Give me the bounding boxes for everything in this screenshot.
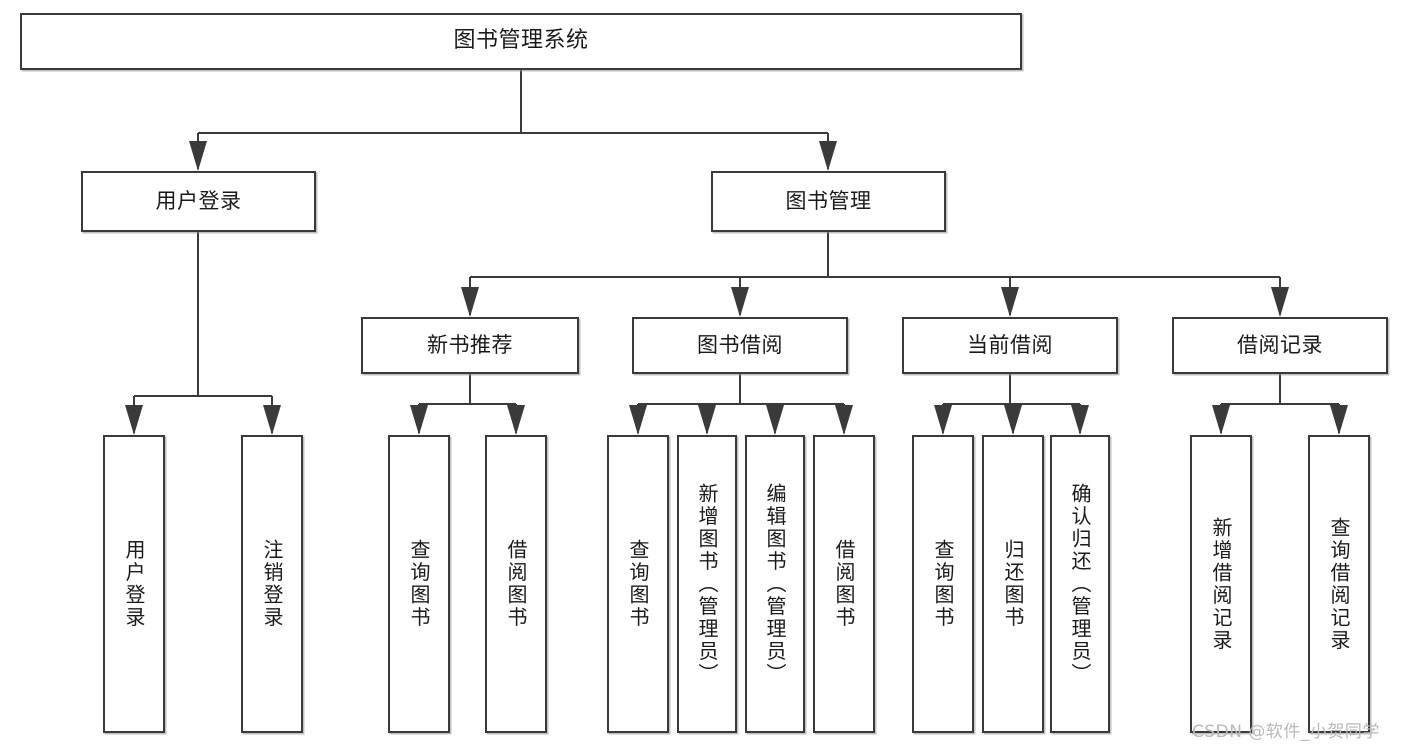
node-label: 注销登录 <box>260 539 284 629</box>
node-label: 借阅图书 <box>832 539 856 629</box>
node-leaf-query-book-3[interactable]: 查询图书 <box>912 435 974 733</box>
connector-arrowhead <box>1001 287 1019 317</box>
node-label: 确认归还（管理员） <box>1068 482 1092 686</box>
node-leaf-borrow-book-1[interactable]: 借阅图书 <box>485 435 547 733</box>
connector-arrowhead <box>766 405 784 435</box>
node-leaf-borrow-book-2[interactable]: 借阅图书 <box>813 435 875 733</box>
node-user-login[interactable]: 用户登录 <box>81 171 316 232</box>
connector-arrowhead <box>461 287 479 317</box>
node-label: 新增借阅记录 <box>1209 516 1233 652</box>
connector-arrowhead <box>1004 405 1022 435</box>
node-borrow-record[interactable]: 借阅记录 <box>1172 317 1388 374</box>
connector-arrowhead <box>1212 405 1230 435</box>
node-label: 查询借阅记录 <box>1327 516 1351 652</box>
node-label: 查询图书 <box>931 539 955 629</box>
node-current-borrow[interactable]: 当前借阅 <box>902 317 1118 374</box>
node-leaf-add-book[interactable]: 新增图书（管理员） <box>677 435 737 733</box>
connector-arrowhead <box>819 141 837 171</box>
connector-arrowhead <box>731 287 749 317</box>
node-label: 编辑图书（管理员） <box>763 482 787 686</box>
node-leaf-user-login[interactable]: 用户登录 <box>103 435 165 733</box>
node-label: 当前借阅 <box>967 332 1053 357</box>
node-label: 查询图书 <box>626 539 650 629</box>
node-label: 图书管理系统 <box>453 28 589 54</box>
node-label: 查询图书 <box>407 539 431 629</box>
node-label: 新增图书（管理员） <box>695 482 719 686</box>
connector-arrowhead <box>410 405 428 435</box>
node-leaf-logout[interactable]: 注销登录 <box>241 435 303 733</box>
node-leaf-edit-book[interactable]: 编辑图书（管理员） <box>745 435 805 733</box>
node-root[interactable]: 图书管理系统 <box>20 13 1022 70</box>
node-label: 图书借阅 <box>697 332 783 357</box>
connector-arrowhead <box>934 405 952 435</box>
node-label: 图书管理 <box>785 188 872 213</box>
node-book-manage[interactable]: 图书管理 <box>711 171 946 232</box>
connector-arrowhead <box>698 405 716 435</box>
connector-arrowhead <box>1330 405 1348 435</box>
connector-arrowhead <box>629 405 647 435</box>
connector-arrowhead <box>507 405 525 435</box>
connector-arrowhead <box>263 405 281 435</box>
node-leaf-query-book-2[interactable]: 查询图书 <box>607 435 669 733</box>
node-label: 用户登录 <box>122 539 146 629</box>
node-leaf-add-record[interactable]: 新增借阅记录 <box>1190 435 1252 733</box>
node-label: 借阅图书 <box>504 539 528 629</box>
node-leaf-query-record[interactable]: 查询借阅记录 <box>1308 435 1370 733</box>
connector-arrowhead <box>1271 287 1289 317</box>
node-leaf-query-book-1[interactable]: 查询图书 <box>388 435 450 733</box>
connector-arrowhead <box>1071 405 1089 435</box>
node-label: 借阅记录 <box>1237 332 1323 357</box>
connector-arrowhead <box>835 405 853 435</box>
node-new-book-recommend[interactable]: 新书推荐 <box>361 317 579 374</box>
node-leaf-confirm-return[interactable]: 确认归还（管理员） <box>1050 435 1110 733</box>
connector-arrowhead <box>189 141 207 171</box>
node-label: 用户登录 <box>155 188 242 213</box>
node-label: 新书推荐 <box>427 332 513 357</box>
node-book-borrow[interactable]: 图书借阅 <box>632 317 848 374</box>
node-label: 归还图书 <box>1001 539 1025 629</box>
connector-arrowhead <box>125 405 143 435</box>
node-leaf-return-book[interactable]: 归还图书 <box>982 435 1044 733</box>
